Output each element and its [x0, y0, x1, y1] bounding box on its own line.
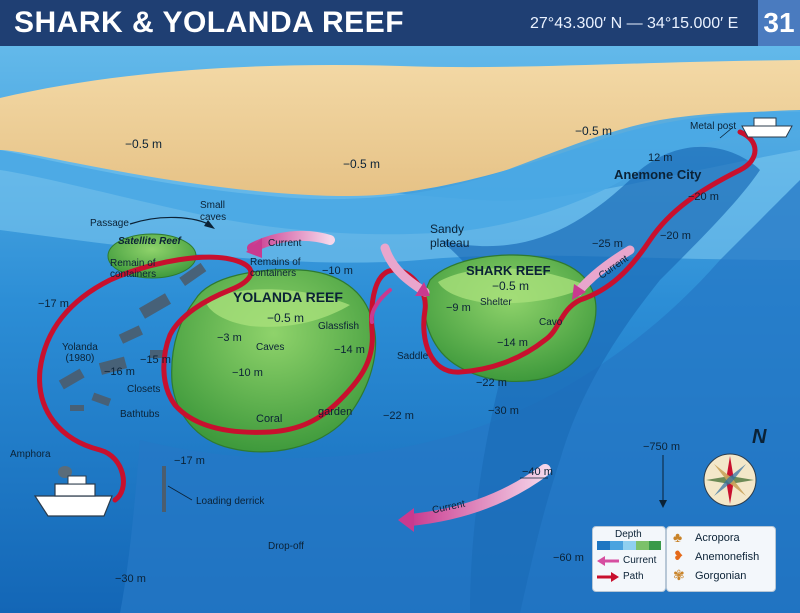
- depth-label: −14 m: [497, 337, 528, 349]
- remains-containers-left: Remain of containers: [110, 258, 157, 280]
- gorgonian-icon: ✾: [673, 567, 685, 583]
- sandy-plateau-label: Sandy plateau: [430, 222, 470, 250]
- remains-containers-right: Remains of containers: [250, 257, 301, 279]
- dive-path: [37, 129, 758, 503]
- loading-derrick-shape: [162, 466, 166, 512]
- depth-label: −0.5 m: [575, 124, 613, 138]
- depth-label: −22 m: [383, 410, 414, 422]
- depth-750-arrowhead: [659, 500, 667, 508]
- legend-depth-title: Depth: [615, 529, 642, 540]
- metal-post-label: Metal post: [690, 121, 737, 132]
- depth-label: −30 m: [488, 405, 519, 417]
- depth-label: −9 m: [446, 302, 471, 314]
- caves-label: Caves: [256, 342, 285, 353]
- depth-label: −20 m: [688, 191, 719, 203]
- sand-beach: [0, 60, 800, 196]
- closets-label: Closets: [127, 384, 161, 395]
- shelter-label: Shelter: [480, 297, 512, 308]
- cavo-label: Cavo: [539, 317, 563, 328]
- legend-path-label: Path: [623, 571, 644, 582]
- depth-label: −17 m: [174, 455, 205, 467]
- loading-derrick-pointer: [167, 485, 193, 501]
- legend-box-species: ♣ Acropora ❥ Anemonefish ✾ Gorgonian: [666, 526, 776, 592]
- depth-label: −16 m: [104, 366, 135, 378]
- shark-reef-top: [438, 268, 588, 304]
- legend-acropora-label: Acropora: [695, 532, 740, 544]
- depth-label: −0.5 m: [125, 137, 163, 151]
- boat-icon: [33, 475, 113, 517]
- legend-current-arrow-icon: [597, 556, 619, 566]
- anemone-city-label: Anemone City: [614, 167, 702, 182]
- small-caves-label: Small caves: [200, 200, 227, 223]
- depth-label: −22 m: [476, 377, 507, 389]
- legend-anemonefish-label: Anemonefish: [695, 551, 760, 563]
- currents: [246, 230, 635, 532]
- depth-label: −40 m: [522, 466, 553, 478]
- yolanda-wreck-label: Yolanda (1980): [62, 342, 98, 364]
- depth-label: −10 m: [322, 265, 353, 277]
- depth-label: −3 m: [217, 332, 242, 344]
- depth-label: −17 m: [38, 298, 69, 310]
- shark-reef-label: SHARK REEF: [466, 263, 551, 278]
- legend-gorgonian-label: Gorgonian: [695, 570, 747, 582]
- metal-post-pointer: [719, 127, 733, 139]
- compass-north-label: N: [752, 426, 767, 448]
- acropora-icon: ♣: [673, 529, 683, 545]
- drop-off-wall: [120, 180, 800, 613]
- loading-derrick-label: Loading derrick: [196, 496, 265, 507]
- page-title: SHARK & YOLANDA REEF: [14, 6, 405, 39]
- boat-icon: [741, 117, 793, 138]
- depth-label: 12 m: [648, 152, 673, 164]
- depth-label: −20 m: [660, 230, 691, 242]
- compass-icon: [703, 453, 757, 507]
- depth-label: −15 m: [140, 354, 171, 366]
- legend-box-depth: Depth Current Path: [592, 526, 666, 592]
- legend-current-label: Current: [623, 555, 657, 566]
- anemonefish-icon: ❥: [673, 548, 684, 563]
- amphora-shape: [58, 466, 72, 478]
- current-label: Current: [268, 238, 302, 249]
- depth-label: −60 m: [553, 552, 584, 564]
- title-bar: SHARK & YOLANDA REEF 27°43.300′ N — 34°1…: [0, 0, 800, 46]
- yolanda-reef-label: YOLANDA REEF: [233, 289, 343, 305]
- reef-edge: [0, 111, 800, 235]
- glassfish-label: Glassfish: [318, 321, 360, 332]
- garden-label: garden: [318, 406, 353, 418]
- depth-label: −0.5 m: [267, 311, 305, 325]
- coral-label: Coral: [256, 413, 283, 425]
- depth-label: −750 m: [643, 441, 680, 453]
- legend-depth-scale: [597, 541, 661, 550]
- depth-label: −0.5 m: [492, 279, 530, 293]
- amphora-label: Amphora: [10, 449, 51, 460]
- passage-arrowhead: [204, 220, 215, 229]
- yolanda-wreck-debris: [58, 262, 207, 411]
- coordinates-label: 27°43.300′ N — 34°15.000′ E: [530, 15, 739, 32]
- depth-label: −14 m: [334, 344, 365, 356]
- legend-path-arrow-icon: [597, 572, 619, 582]
- page-number: 31: [758, 0, 800, 46]
- depth-label: −25 m: [592, 238, 623, 250]
- depth-label: −10 m: [232, 367, 263, 379]
- depth-label: −30 m: [115, 573, 146, 585]
- passage-label: Passage: [90, 218, 129, 229]
- drop-off-label: Drop-off: [268, 541, 304, 552]
- satellite-reef-label: Satellite Reef: [118, 236, 181, 247]
- depth-label: −0.5 m: [343, 157, 381, 171]
- saddle-label: Saddle: [397, 351, 429, 362]
- bathtubs-label: Bathtubs: [120, 409, 160, 420]
- yolanda-reef-top: [205, 289, 350, 327]
